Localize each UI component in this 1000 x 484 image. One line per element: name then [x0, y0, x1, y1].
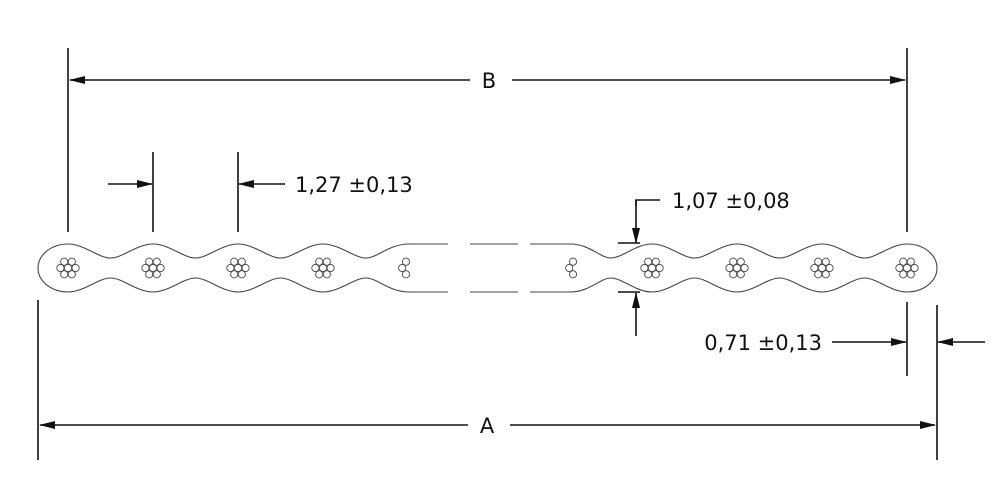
- conductor-strand: [315, 270, 324, 279]
- dimension-b-label: B: [482, 69, 496, 93]
- conductor-strand: [60, 270, 69, 279]
- conductor-strand: [401, 257, 411, 266]
- dimension-a: A: [37, 300, 938, 460]
- conductor-strand: [326, 263, 335, 273]
- conductor-strand: [736, 257, 745, 266]
- conductor-strand: [821, 257, 830, 266]
- dimension-edge: 0,71 ±0,13: [704, 302, 985, 376]
- conductor-strand: [67, 257, 76, 266]
- cable-edge-top-right: [530, 243, 908, 259]
- conductor-strand: [814, 270, 823, 279]
- conductor-strand: [568, 257, 578, 266]
- conductor-strand: [145, 270, 154, 279]
- conductor-strand: [237, 257, 246, 266]
- conductor-strand: [71, 263, 80, 273]
- conductor-strand: [906, 257, 915, 266]
- conductor-strand: [322, 257, 331, 266]
- conductor-strand: [651, 270, 660, 279]
- cable-end-right: [906, 243, 938, 293]
- conductor-strand: [152, 270, 161, 279]
- conductor-strand: [906, 270, 915, 279]
- conductor-strand: [230, 270, 239, 279]
- conductor-strand: [156, 263, 165, 273]
- edge-margin-label: 0,71 ±0,13: [704, 331, 822, 355]
- conductor-strand: [152, 257, 161, 266]
- conductor-strand: [651, 257, 660, 266]
- cable-end-left: [37, 243, 69, 293]
- cable-edge-bottom-left: [67, 277, 448, 293]
- cable-edge-bottom-right: [530, 277, 908, 293]
- conductor-strand: [729, 270, 738, 279]
- thickness-label: 1,07 ±0,08: [672, 189, 790, 213]
- conductor-strand: [241, 263, 250, 273]
- conductor-strand: [821, 270, 830, 279]
- conductor-strand: [237, 270, 246, 279]
- cable-edge-top-left: [67, 243, 448, 259]
- conductor-strand: [401, 270, 411, 279]
- conductor-strand: [568, 270, 578, 279]
- conductor-strand: [736, 270, 745, 279]
- conductor-strand: [398, 263, 407, 273]
- dimension-a-label: A: [480, 414, 495, 438]
- dimension-pitch: 1,27 ±0,13: [108, 152, 413, 232]
- dimension-b: B: [67, 48, 908, 232]
- conductor-strand: [899, 270, 908, 279]
- conductor-strand: [740, 263, 749, 273]
- conductor-strand: [644, 270, 653, 279]
- conductor-strand: [322, 270, 331, 279]
- conductor-strand: [825, 263, 834, 273]
- conductor-strand: [655, 263, 664, 273]
- conductor-strand: [565, 263, 574, 273]
- conductor-strand: [67, 270, 76, 279]
- ribbon-cable: [37, 243, 938, 293]
- conductor-strand: [910, 263, 919, 273]
- dimension-thickness: 1,07 ±0,08: [618, 189, 790, 336]
- pitch-label: 1,27 ±0,13: [295, 173, 413, 197]
